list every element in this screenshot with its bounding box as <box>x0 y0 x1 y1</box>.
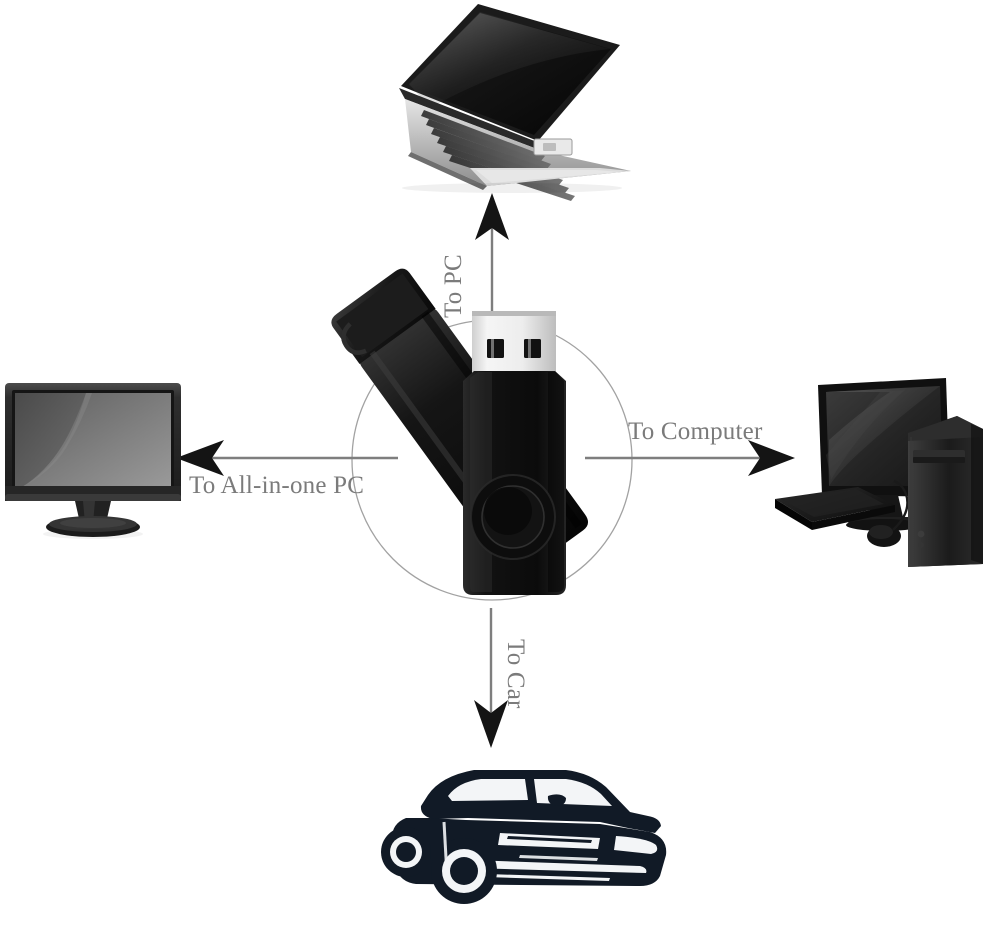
arrow-to-computer <box>585 440 795 476</box>
car-device <box>381 770 667 904</box>
desktop-computer-device <box>775 378 983 567</box>
arrow-to-pc <box>475 193 509 382</box>
laptop-device <box>399 4 631 201</box>
arrow-to-all-in-one-pc <box>176 440 398 476</box>
label-to-all-in-one-pc: To All-in-one PC <box>189 472 365 499</box>
all-in-one-pc-device <box>5 383 181 539</box>
hub-circle <box>351 319 633 601</box>
label-to-computer: To Computer <box>628 418 763 445</box>
label-to-car: To Car <box>502 639 529 709</box>
label-to-pc: To PC <box>440 254 467 318</box>
